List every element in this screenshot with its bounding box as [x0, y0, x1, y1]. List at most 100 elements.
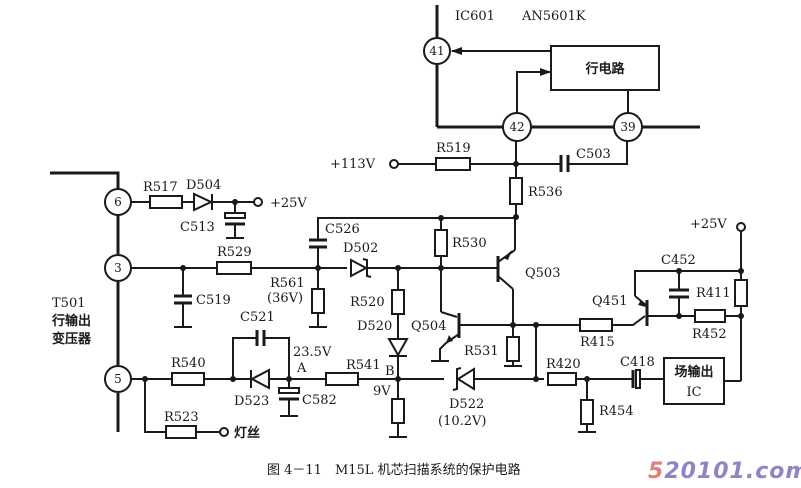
r530-label: R530: [452, 236, 487, 251]
d522-label: D522: [449, 397, 484, 412]
arrow-head-right: [540, 68, 551, 76]
pin-5-label: 5: [114, 372, 122, 386]
capacitor-c418-plate2: [635, 369, 641, 389]
supply-113v-section: +113V R519 C503 R536: [330, 141, 628, 220]
wire: [232, 337, 256, 379]
line-circuit-block: [550, 45, 660, 91]
c519-label: C519: [196, 293, 231, 308]
v113-terminal: [389, 159, 399, 169]
pin-3-label: 3: [114, 261, 122, 275]
junction: [533, 376, 539, 382]
c418-label: C418: [620, 355, 655, 370]
diode-d520: [387, 338, 409, 358]
r420-label: R420: [546, 357, 581, 372]
c513-label: C513: [180, 220, 215, 235]
t501-ref: T501: [52, 296, 85, 311]
junction: [738, 268, 744, 274]
resistor-r540: [171, 372, 205, 386]
d522-note: (10.2V): [438, 414, 486, 429]
q503-label: Q503: [525, 266, 560, 281]
pin6-branch: R517 D504 +25V C513: [131, 178, 307, 239]
r411-label: R411: [696, 286, 731, 301]
v113-label: +113V: [330, 157, 376, 172]
node-b-voltage: 9V: [373, 384, 391, 399]
wire: [634, 270, 740, 296]
resistor-r420: [547, 372, 577, 386]
filament-label: 灯丝: [234, 425, 260, 441]
resistor-r541: [325, 372, 359, 386]
transformer-t501: 6 3 5 T501 行输出 变压器: [50, 171, 132, 432]
resistor-r519: [435, 157, 471, 171]
capacitor-c582-plate1: [278, 387, 300, 394]
zener-d502: [350, 258, 369, 278]
resistor-r411: [734, 279, 748, 307]
ic-pin-41-label: 41: [429, 44, 444, 58]
field-output-ic-block: [663, 357, 725, 405]
c526-label: C526: [325, 222, 360, 237]
q503-arrow: [503, 250, 512, 260]
resistor-r536: [509, 177, 523, 205]
ic-pin-42-label: 42: [509, 120, 524, 134]
r415-label: R415: [580, 335, 615, 350]
wire: [569, 141, 628, 165]
pin3-branch: C519 R529 R561 (36V) C526 D502 R520 D: [131, 215, 516, 399]
q504-label: Q504: [411, 319, 446, 334]
t501-desc-line2: 变压器: [52, 331, 92, 347]
field-ic-label-line1: 场输出: [674, 364, 713, 380]
node-a-voltage: 23.5V: [293, 345, 332, 360]
c503-label: C503: [576, 147, 611, 162]
node-a-label: A: [296, 361, 307, 376]
d504-label: D504: [186, 178, 221, 193]
wire: [612, 315, 646, 326]
arrow-head-left: [451, 47, 462, 55]
resistor-r415: [579, 318, 613, 332]
r523-label: R523: [164, 410, 199, 425]
wire: [265, 337, 290, 379]
r529-label: R529: [217, 245, 252, 260]
resistor-r561: [311, 288, 325, 314]
watermark: 520101.com: [648, 459, 801, 484]
q504-collector: [440, 311, 458, 318]
v25-label-right: +25V: [690, 217, 727, 232]
transformer-winding-top: [50, 171, 120, 189]
diode-d504: [193, 192, 214, 212]
resistor-r523: [165, 425, 197, 439]
v25-label-top: +25V: [270, 196, 307, 211]
resistor-r530: [434, 229, 448, 257]
ic-ref-label: IC601: [455, 9, 495, 24]
t501-desc-line1: 行输出: [51, 313, 91, 329]
wire: [439, 342, 447, 360]
pin42-to-block: [516, 71, 551, 113]
capacitor-c513-plate1: [224, 212, 246, 219]
watermark-rest: 20101.com: [664, 459, 801, 484]
resistor-r454: [580, 399, 594, 425]
ic-pin-41: [423, 37, 451, 65]
wire: [317, 217, 516, 240]
r531-label: R531: [464, 344, 499, 359]
d523-label: D523: [234, 394, 269, 409]
r520-label: R520: [350, 295, 385, 310]
field-output-ic: 场输出 IC: [663, 357, 725, 405]
figure-caption: 图 4－11 M15L 机芯扫描系统的保护电路: [267, 462, 521, 478]
node-b-label: B: [385, 364, 395, 379]
r561-label: R561: [270, 276, 305, 291]
field-ic-label-line2: IC: [686, 385, 701, 400]
resistor-r452: [694, 309, 726, 323]
ic-part-label: AN5601K: [521, 9, 586, 24]
r540-label: R540: [171, 356, 206, 371]
r452-label: R452: [692, 327, 727, 342]
c582-label: C582: [302, 393, 337, 408]
zener-d522: [456, 367, 475, 391]
v25-terminal-top: [253, 197, 263, 207]
ic-pin-39-label: 39: [620, 120, 635, 134]
q451-section: R415 Q451 C452 R411 R452 +25V: [579, 217, 748, 382]
junction: [738, 313, 744, 319]
d502-label: D502: [343, 241, 378, 256]
watermark-first: 5: [648, 459, 664, 484]
zener-d522-bar: [452, 367, 462, 391]
v25-terminal-right: [736, 222, 746, 232]
r536-label: R536: [528, 185, 563, 200]
wire: [144, 379, 166, 433]
r541-label: R541: [346, 358, 381, 373]
